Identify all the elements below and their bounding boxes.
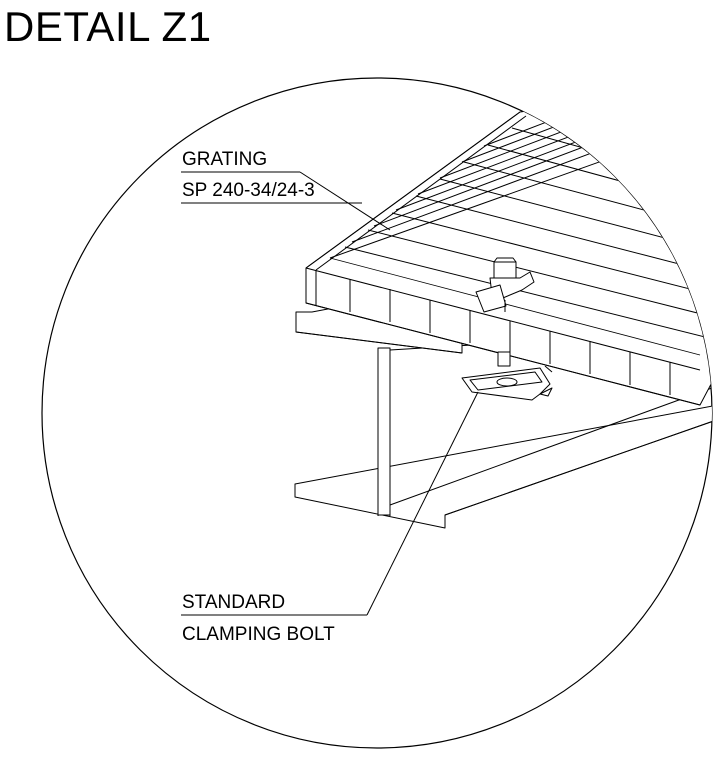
detail-title: DETAIL Z1 — [4, 3, 212, 50]
clamping-bolt-bottom — [461, 351, 553, 401]
bolt-label-line1: STANDARD — [182, 592, 286, 613]
clamping-bolt-top — [475, 257, 535, 313]
grating-label-spec: SP 240-34/24-3 — [182, 180, 315, 201]
bolt-leader — [181, 391, 479, 616]
grating-panel — [305, 78, 712, 406]
bolt-label-line2: CLAMPING BOLT — [182, 624, 335, 645]
grating-leader — [181, 171, 391, 231]
grating-label-name: GRATING — [182, 149, 268, 170]
